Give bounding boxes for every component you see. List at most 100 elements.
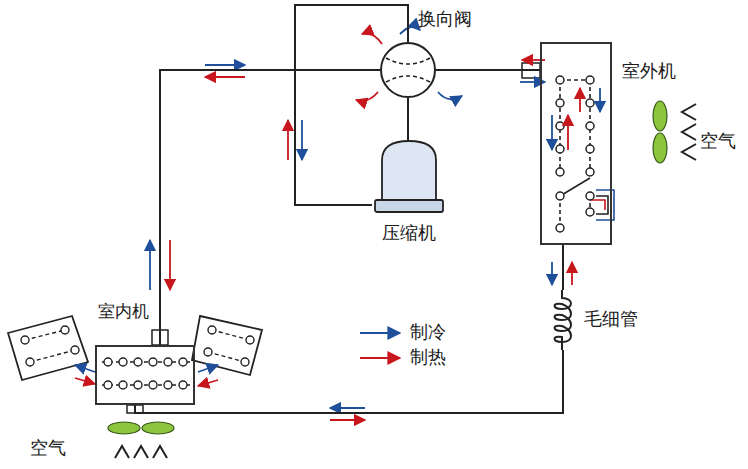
drawing-stroke xyxy=(362,33,382,44)
unit-label: 压缩机 xyxy=(382,222,436,244)
outdoor-unit: 室外机 xyxy=(540,42,612,245)
drawing-stroke xyxy=(556,145,564,153)
drawing-stroke xyxy=(149,381,157,389)
drawing-stroke xyxy=(301,120,303,160)
drawing-stroke xyxy=(75,365,95,372)
drawing-stroke xyxy=(381,43,435,97)
drawing-stroke xyxy=(586,168,594,176)
drawing-stroke xyxy=(192,316,262,375)
flow-arrows xyxy=(75,27,600,420)
drawing-stroke xyxy=(246,336,254,344)
unit-label: 毛细管 xyxy=(584,308,638,330)
unit-label: 换向阀 xyxy=(418,8,472,30)
drawing-stroke xyxy=(119,358,127,366)
drawing-stroke xyxy=(682,104,696,120)
drawing-stroke xyxy=(653,133,667,163)
refrigerant-pipe xyxy=(407,98,409,140)
drawing-stroke xyxy=(142,422,174,434)
drawing-stroke xyxy=(205,76,245,78)
air-label: 空气 xyxy=(30,437,66,459)
drawing-stroke xyxy=(179,381,187,389)
drawing-stroke xyxy=(653,101,667,131)
drawing-stroke xyxy=(586,145,594,153)
drawing-stroke xyxy=(330,419,365,421)
air-label: 空气 xyxy=(700,130,736,152)
drawing-stroke xyxy=(75,378,95,384)
unit-label: 室外机 xyxy=(622,60,676,82)
drawing-stroke xyxy=(71,346,79,354)
outdoor-coil xyxy=(522,63,614,232)
drawing-stroke xyxy=(21,336,29,344)
drawing-stroke xyxy=(61,326,69,334)
valve-shape xyxy=(380,42,436,98)
drawing-stroke xyxy=(556,99,564,107)
outdoor-fan xyxy=(653,101,696,163)
drawing-stroke xyxy=(198,380,218,386)
drawing-stroke xyxy=(119,381,127,389)
drawing-stroke xyxy=(115,446,129,458)
refrigerant-pipe xyxy=(135,350,563,413)
drawing-stroke xyxy=(375,200,443,212)
drawing-stroke xyxy=(599,88,601,112)
drawing-stroke xyxy=(360,357,400,359)
drawing-stroke xyxy=(104,381,112,389)
drawing-stroke xyxy=(682,124,696,140)
drawing-stroke xyxy=(169,240,171,290)
indoor-unit: 室内机 xyxy=(95,345,195,405)
drawing-stroke xyxy=(560,178,608,214)
drawing-stroke xyxy=(134,381,142,389)
legend-text: 制冷 xyxy=(410,321,446,343)
drawing-stroke xyxy=(438,92,462,99)
drawing-stroke xyxy=(586,122,594,130)
drawing-stroke xyxy=(134,358,142,366)
capillary-tube: 毛细管 xyxy=(552,290,574,350)
drawing-stroke xyxy=(556,76,564,84)
drawing-stroke xyxy=(153,446,167,458)
refrigerant-pipe xyxy=(562,245,564,290)
drawing-stroke xyxy=(104,358,112,366)
legend-text: 制热 xyxy=(410,346,446,368)
drawing-stroke xyxy=(556,192,564,200)
drawing-stroke xyxy=(579,88,581,112)
indoor-fan xyxy=(108,422,174,458)
drawing-stroke xyxy=(586,99,594,107)
drawing-stroke xyxy=(108,422,140,434)
drawing-stroke xyxy=(134,446,148,458)
indoor-coil xyxy=(8,316,262,413)
drawing-stroke xyxy=(360,332,400,334)
drawing-stroke xyxy=(8,316,88,380)
drawing-stroke xyxy=(586,192,594,200)
coil-shape xyxy=(552,290,574,350)
drawing-stroke xyxy=(551,262,553,285)
drawing-stroke xyxy=(400,27,420,34)
drawing-stroke xyxy=(198,365,218,372)
drawing-stroke xyxy=(555,290,572,350)
drawing-stroke xyxy=(149,358,157,366)
drawing-stroke xyxy=(179,358,187,366)
refrigerant-pipe xyxy=(436,69,540,71)
drawing-stroke xyxy=(682,144,696,160)
reversing-valve: 换向阀 xyxy=(380,42,436,98)
drawing-stroke xyxy=(205,64,245,66)
compressor: 压缩机 xyxy=(372,140,446,248)
drawing-stroke xyxy=(25,330,250,385)
drawing-stroke xyxy=(382,141,436,204)
drawing-stroke xyxy=(556,224,564,232)
drawing-stroke xyxy=(571,262,573,285)
legend-samples xyxy=(360,333,400,358)
drawing-stroke xyxy=(356,92,378,101)
unit-label: 室内机 xyxy=(98,301,149,321)
drawing-stroke xyxy=(241,358,249,366)
drawing-stroke xyxy=(556,122,564,130)
drawing-stroke xyxy=(586,208,594,216)
drawing-stroke xyxy=(208,326,216,334)
drawing-stroke xyxy=(287,120,289,160)
drawing-stroke xyxy=(26,358,34,366)
drawing-stroke xyxy=(204,348,212,356)
drawing-stroke xyxy=(386,58,430,82)
refrigerant-pipe xyxy=(160,70,380,345)
drawing-stroke xyxy=(567,115,569,150)
drawing-stroke xyxy=(149,240,151,290)
drawing-stroke xyxy=(556,168,564,176)
drawing-stroke xyxy=(586,76,594,84)
